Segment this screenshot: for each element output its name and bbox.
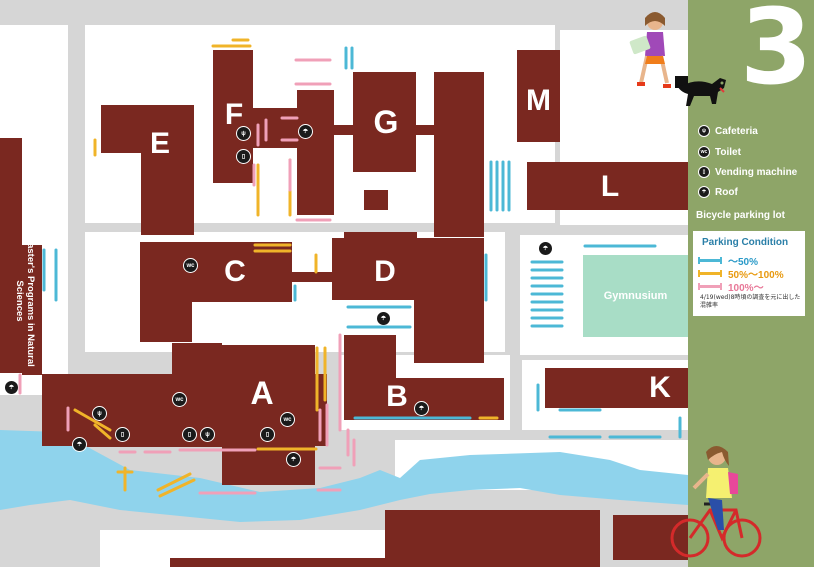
parking-condition-title: Parking Condition (702, 237, 789, 248)
building-c-label: C (224, 255, 246, 288)
building-c (140, 242, 192, 342)
parking-level-high: 100%～ (698, 279, 764, 294)
building-e (141, 105, 194, 235)
roof-icon: ☂ (298, 124, 313, 139)
toilet-icon: wc (280, 412, 295, 427)
toilet-icon: wc (183, 258, 198, 273)
cafeteria-icon: ψ (200, 427, 215, 442)
building-k (545, 368, 688, 408)
toilet-icon: wc (172, 392, 187, 407)
building-c-link (292, 272, 354, 282)
parking-condition-note: 4/19(wed)8時頃の調査を元に出した混雑率 (700, 294, 801, 309)
building-d (344, 232, 417, 247)
legend-panel: 3 ψ Cafeteria wc Toilet ▯ Vending machin… (670, 0, 814, 567)
building-a-label: A (250, 375, 274, 411)
vending-icon: ▯ (115, 427, 130, 442)
building-l-label: L (600, 170, 620, 203)
vending-icon: ▯ (260, 427, 275, 442)
vending-icon: ▯ (182, 427, 197, 442)
building-south (385, 510, 600, 567)
water-channel (0, 430, 688, 522)
gymnasium-label: Gymnusium (603, 290, 668, 302)
roof-icon: ☂ (286, 452, 301, 467)
cafeteria-icon: ψ (92, 406, 107, 421)
legend-bicycle-lot: Bicycle parking lot (696, 210, 785, 221)
building-g (353, 72, 416, 172)
building-f (297, 90, 334, 215)
building-g-label: G (373, 104, 399, 140)
parking-level-swatch (698, 270, 722, 277)
building-masters-annex (22, 245, 42, 375)
legend-bicycle-lot-label: Bicycle parking lot (696, 210, 785, 221)
campus-map: Gymnusium Master's Programs in Natural S… (0, 0, 688, 567)
parking-level-label: ～50% (728, 257, 759, 268)
building-l (527, 162, 688, 210)
legend-toilet-label: Toilet (715, 146, 741, 158)
parking-level-label: 100%～ (728, 283, 764, 294)
bicycle-parking-racks (18, 38, 682, 498)
parking-level-swatch (698, 283, 722, 290)
building-d-label: D (374, 255, 396, 288)
vending-icon: ▯ (698, 166, 710, 178)
building-southeast (613, 515, 688, 560)
legend-cafeteria: ψ Cafeteria (698, 125, 758, 137)
building-a (85, 425, 265, 447)
gymnasium (583, 255, 688, 337)
vending-icon: ▯ (236, 149, 251, 164)
legend-roof-label: Roof (715, 186, 738, 198)
building-d (414, 238, 484, 363)
dog-illustration (676, 78, 726, 106)
building-g-annex (364, 190, 388, 210)
parking-level-label: 50%～100% (728, 270, 784, 281)
legend-vending: ▯ Vending machine (698, 166, 797, 178)
building-d (332, 238, 414, 300)
roof-icon: ☂ (698, 186, 710, 198)
toilet-icon: wc (698, 146, 710, 158)
building-b-label: B (386, 380, 408, 413)
building-f-label: F (224, 98, 244, 131)
parking-level-swatch (698, 257, 722, 264)
building-south (170, 558, 390, 567)
parking-level-low: ～50% (698, 253, 758, 268)
legend-roof: ☂ Roof (698, 186, 738, 198)
building-k-label: K (649, 371, 671, 404)
building-m-label: M (526, 84, 551, 117)
legend-toilet: wc Toilet (698, 146, 741, 158)
cafeteria-icon: ψ (236, 126, 251, 141)
roof-icon: ☂ (538, 241, 553, 256)
building-g (330, 125, 480, 135)
building-e-label: E (149, 127, 170, 160)
roof-icon: ☂ (72, 437, 87, 452)
legend-vending-label: Vending machine (715, 166, 798, 178)
roof-icon: ☂ (414, 401, 429, 416)
walking-woman-illustration (629, 12, 671, 88)
building-m (517, 50, 560, 142)
cafeteria-icon: ψ (698, 125, 710, 137)
building-tower (434, 72, 484, 237)
page-number: 3 (740, 0, 813, 108)
roof-icon: ☂ (376, 311, 391, 326)
building-a (172, 343, 222, 383)
parking-level-mid: 50%～100% (698, 266, 784, 281)
legend-cafeteria-label: Cafeteria (715, 125, 758, 137)
cyclist-illustration (670, 446, 762, 558)
building-masters (0, 138, 22, 373)
